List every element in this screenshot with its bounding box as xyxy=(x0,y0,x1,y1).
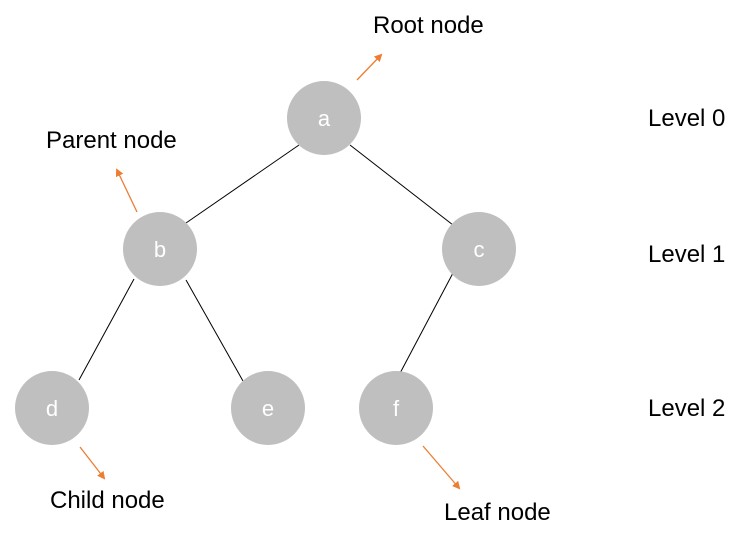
child-arrow xyxy=(79,446,106,480)
root-node-label: Root node xyxy=(373,12,484,39)
level-2-label: Level 2 xyxy=(648,395,725,422)
node-a-label: a xyxy=(318,106,331,131)
edge-a-c xyxy=(349,144,454,226)
parent-node-label: Parent node xyxy=(46,127,177,154)
annotation-arrows xyxy=(79,53,461,490)
edge-c-f xyxy=(397,272,454,378)
node-c: c xyxy=(442,212,516,286)
node-a: a xyxy=(287,81,361,155)
root-arrow xyxy=(356,53,383,81)
node-d-label: d xyxy=(46,396,58,421)
node-b: b xyxy=(123,212,197,286)
level-1-label: Level 1 xyxy=(648,241,725,268)
parent-arrow xyxy=(115,168,138,213)
edge-a-b xyxy=(185,144,300,224)
level-0-label: Level 0 xyxy=(648,105,725,132)
edge-b-d xyxy=(78,278,135,381)
node-f: f xyxy=(359,371,433,445)
edges xyxy=(78,144,454,382)
child-node-label: Child node xyxy=(50,487,165,514)
leaf-arrow xyxy=(422,445,461,490)
edge-b-e xyxy=(185,279,244,382)
node-c-label: c xyxy=(474,237,485,262)
node-f-label: f xyxy=(393,396,400,421)
node-b-label: b xyxy=(154,237,166,262)
node-e: e xyxy=(231,371,305,445)
node-e-label: e xyxy=(262,396,274,421)
leaf-node-label: Leaf node xyxy=(444,499,551,526)
node-d: d xyxy=(15,371,89,445)
